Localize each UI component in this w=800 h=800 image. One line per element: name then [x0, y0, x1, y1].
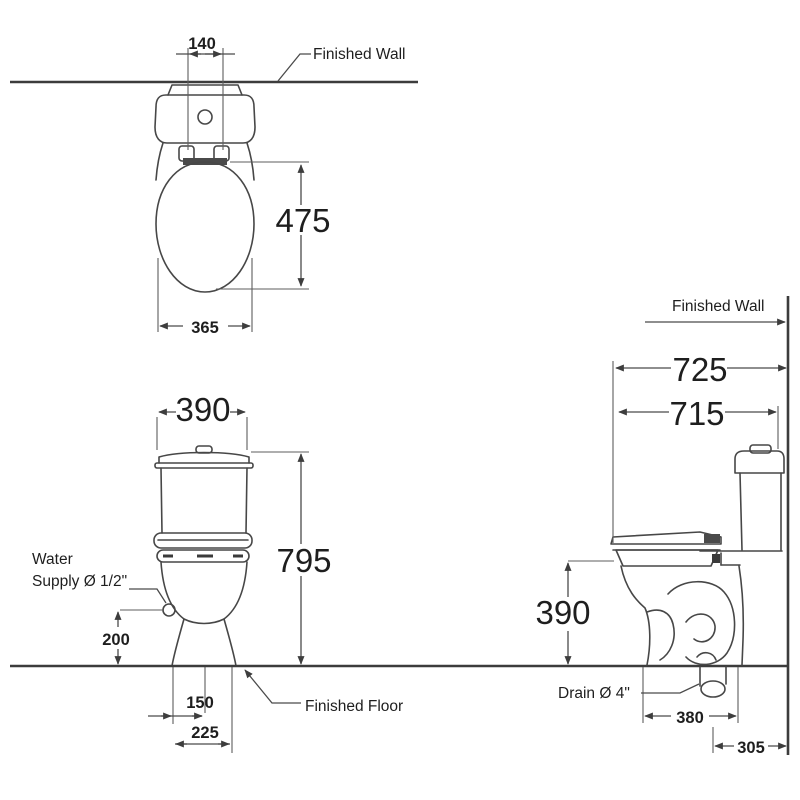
finished-floor-leader	[244, 669, 301, 704]
dim-725-label: 725	[672, 351, 727, 388]
dim-total-height: 795	[251, 451, 332, 665]
side-view-outline	[610, 444, 785, 698]
dim-715-label: 715	[669, 395, 724, 432]
dim-380-label: 380	[676, 709, 704, 727]
water-supply-label-2: Supply Ø 1/2"	[32, 573, 127, 590]
flush-button-plan	[197, 109, 213, 125]
dim-rim-height: 390	[535, 560, 614, 665]
water-supply-leader	[129, 588, 167, 604]
finished-wall-leader-top	[277, 53, 311, 82]
dim-475-label: 475	[275, 202, 330, 239]
dim-305-label: 305	[737, 739, 765, 757]
dim-seat-width: 365	[157, 258, 253, 337]
dim-225-label: 225	[191, 724, 219, 742]
dim-tank-depth: 715	[618, 395, 779, 449]
dim-tank-width: 390	[156, 391, 248, 450]
dim-drain-to-wall: 305	[714, 739, 787, 757]
drain-leader	[641, 683, 700, 694]
top-view: 140 475 365 Finished Wall	[10, 35, 418, 337]
finished-wall-label-top: Finished Wall	[313, 46, 405, 63]
side-view: Finished Wall 725 715 390	[535, 296, 790, 757]
dim-795-label: 795	[276, 542, 331, 579]
dim-drain-to-front: 380	[644, 709, 737, 727]
dim-base-offset: 150	[148, 694, 214, 720]
drain-outlet	[700, 680, 726, 698]
dim-140-label: 140	[188, 35, 216, 53]
dim-seat-depth: 475	[216, 161, 331, 290]
dim-150-label: 150	[186, 694, 214, 712]
dim-base-width: 225	[175, 724, 230, 748]
dim-390-front-label: 390	[175, 391, 230, 428]
seat-hinge-side	[704, 534, 720, 543]
water-supply-label-1: Water	[32, 551, 73, 568]
dim-total-depth: 725	[612, 351, 787, 543]
dim-365-label: 365	[191, 319, 219, 337]
top-view-outline	[154, 84, 256, 293]
dim-390-side-label: 390	[535, 594, 590, 631]
drain-label: Drain Ø 4"	[558, 685, 630, 702]
water-supply-inlet	[162, 603, 176, 617]
finished-floor-label: Finished Floor	[305, 698, 403, 715]
flush-button-side	[749, 444, 772, 454]
finished-wall-label-side: Finished Wall	[672, 298, 764, 315]
dim-supply-height: 200	[102, 609, 163, 665]
dim-button-spacing: 140	[176, 35, 235, 150]
front-view: 390 795 200 Water Supply Ø 1/2"	[32, 391, 403, 753]
dim-200-label: 200	[102, 631, 130, 649]
front-view-outline	[153, 445, 254, 667]
